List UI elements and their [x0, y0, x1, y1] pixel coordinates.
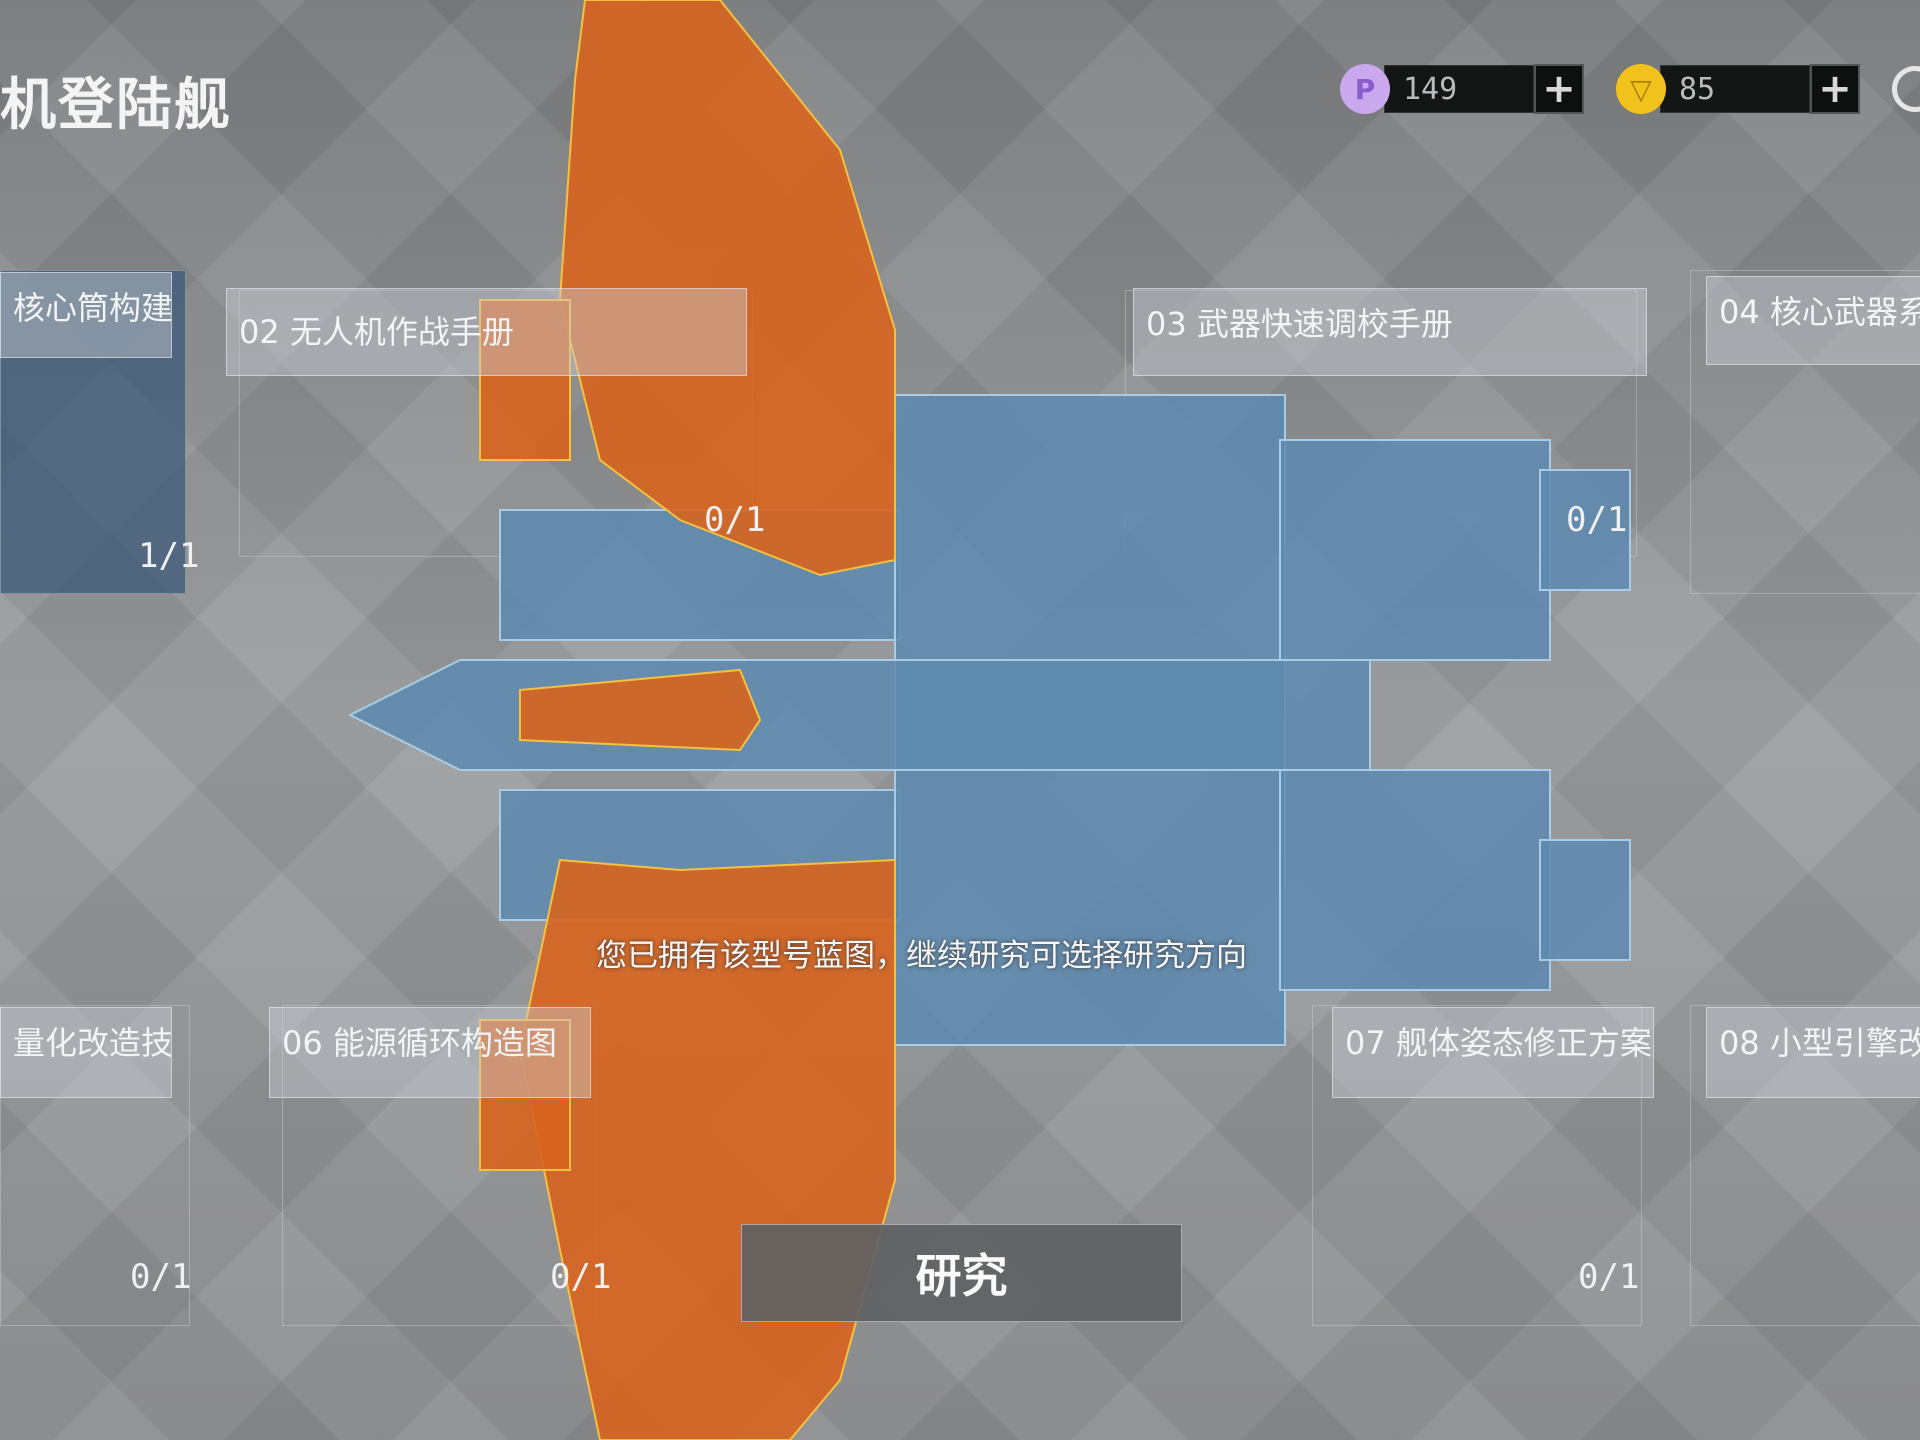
add-gold-currency-button[interactable]: + — [1810, 64, 1860, 114]
card-count: 0/1 — [130, 1257, 192, 1297]
research-button[interactable]: 研究 — [741, 1224, 1182, 1322]
blueprint-card-01[interactable] — [0, 270, 186, 594]
card-title: 03 武器快速调校手册 — [1133, 288, 1647, 376]
card-title: 量化改造技 — [0, 1007, 172, 1098]
gold-coin-icon: ▽ — [1616, 64, 1666, 114]
card-count: 1/1 — [138, 536, 200, 576]
blueprint-card-05[interactable] — [0, 1005, 190, 1326]
card-count: 0/1 — [550, 1257, 612, 1297]
blueprint-owned-hint: 您已拥有该型号蓝图，继续研究可选择研究方向 — [596, 938, 1247, 974]
card-title: 核心筒构建 — [0, 272, 172, 358]
page-title: 机登陆舰 — [0, 73, 232, 138]
purple-crystal-icon: P — [1340, 64, 1390, 114]
currency-value: 149 — [1384, 65, 1534, 113]
currency-purple: P 149 + — [1340, 64, 1584, 114]
add-purple-currency-button[interactable]: + — [1534, 64, 1584, 114]
extra-currency-icon — [1892, 66, 1920, 112]
currency-gold: ▽ 85 + — [1616, 64, 1860, 114]
currency-value: 85 — [1660, 65, 1810, 113]
card-title: 04 核心武器系 — [1706, 276, 1920, 365]
card-count: 0/1 — [1578, 1257, 1640, 1297]
card-title: 08 小型引擎改 — [1706, 1007, 1920, 1098]
card-count: 0/1 — [704, 500, 766, 540]
card-title: 06 能源循环构造图 — [269, 1007, 591, 1098]
blueprint-card-04[interactable] — [1690, 270, 1920, 594]
card-title: 07 舰体姿态修正方案 — [1332, 1007, 1654, 1098]
blueprint-card-07[interactable] — [1312, 1005, 1642, 1326]
card-count: 0/1 — [1566, 500, 1628, 540]
card-title: 02 无人机作战手册 — [226, 288, 747, 376]
blueprint-card-08[interactable] — [1690, 1005, 1920, 1326]
ship-body — [347, 394, 1631, 1046]
